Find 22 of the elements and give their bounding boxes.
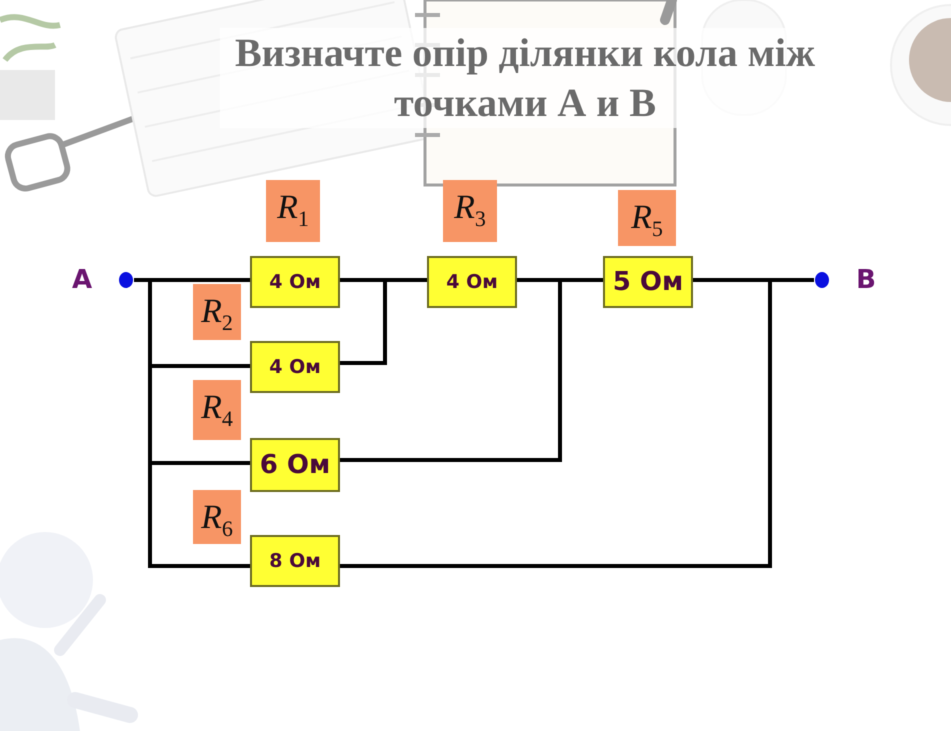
resistor-label: R$_{4}$: [193, 380, 241, 440]
resistor-box: [250, 341, 340, 393]
resistor-box: [427, 256, 517, 308]
resistance-value: 4 Ом: [269, 271, 321, 293]
resistance-value: 4 Ом: [269, 356, 321, 378]
resistance-value: 5 Ом: [612, 267, 684, 297]
resistance-value: 4 Ом: [446, 271, 498, 293]
resistor-label: R$_{3}$: [443, 180, 497, 242]
resistor-label: R$_{2}$: [193, 284, 241, 340]
resistor-label: R$_{5}$: [618, 190, 676, 246]
resistor-box: [603, 256, 693, 308]
resistor-box: [250, 438, 340, 492]
resistor-label: R$_{6}$: [193, 490, 241, 544]
resistor-label: R$_{1}$: [266, 180, 320, 242]
resistor-box: [250, 256, 340, 308]
wire: [340, 278, 603, 462]
resistance-value: 6 Ом: [260, 450, 330, 480]
wire: [134, 278, 250, 568]
terminal-label: A: [72, 265, 92, 295]
resistance-value: 8 Ом: [269, 550, 321, 572]
resistor-box: [250, 535, 340, 587]
terminal-label: B: [856, 265, 876, 295]
